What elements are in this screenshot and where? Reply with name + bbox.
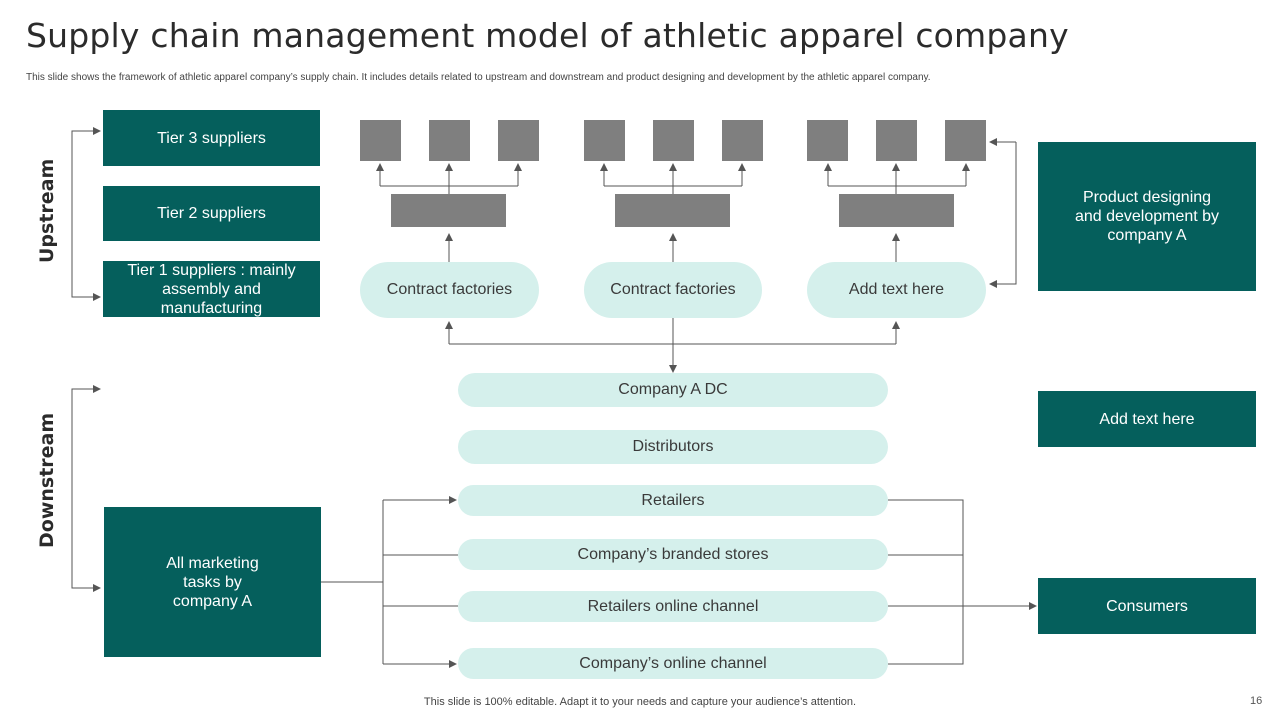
supplier-square — [876, 120, 917, 161]
supplier-square — [360, 120, 401, 161]
page-subtitle: This slide shows the framework of athlet… — [26, 72, 931, 83]
supplier-square — [429, 120, 470, 161]
downstream-label: Downstream — [36, 412, 58, 548]
upstream-label: Upstream — [36, 158, 58, 263]
tier2-bar — [839, 194, 954, 227]
retailers-pill: Retailers — [458, 485, 888, 516]
branded-stores-pill: Company’s branded stores — [458, 539, 888, 570]
page-number: 16 — [1250, 695, 1263, 707]
product-design-box: Product designing and development by com… — [1038, 142, 1256, 291]
retailers-online-pill: Retailers online channel — [458, 591, 888, 622]
contract-factories-pill-1: Contract factories — [360, 262, 539, 318]
consumers-box: Consumers — [1038, 578, 1256, 634]
tier3-suppliers-box: Tier 3 suppliers — [103, 110, 320, 166]
marketing-box: All marketing tasks by company A — [104, 507, 321, 657]
supplier-square — [722, 120, 763, 161]
contract-factories-pill-2: Contract factories — [584, 262, 762, 318]
add-text-box: Add text here — [1038, 391, 1256, 447]
supplier-square — [807, 120, 848, 161]
tier2-suppliers-box: Tier 2 suppliers — [103, 186, 320, 241]
tier1-suppliers-box: Tier 1 suppliers : mainly assembly and m… — [103, 261, 320, 317]
supplier-square — [584, 120, 625, 161]
tier2-bar — [391, 194, 506, 227]
company-online-pill: Company’s online channel — [458, 648, 888, 679]
page-title: Supply chain management model of athleti… — [26, 16, 1069, 55]
supplier-square — [653, 120, 694, 161]
tier2-bar — [615, 194, 730, 227]
add-text-pill: Add text here — [807, 262, 986, 318]
company-dc-pill: Company A DC — [458, 373, 888, 407]
supplier-square — [945, 120, 986, 161]
supplier-square — [498, 120, 539, 161]
footer-note: This slide is 100% editable. Adapt it to… — [423, 696, 857, 708]
distributors-pill: Distributors — [458, 430, 888, 464]
